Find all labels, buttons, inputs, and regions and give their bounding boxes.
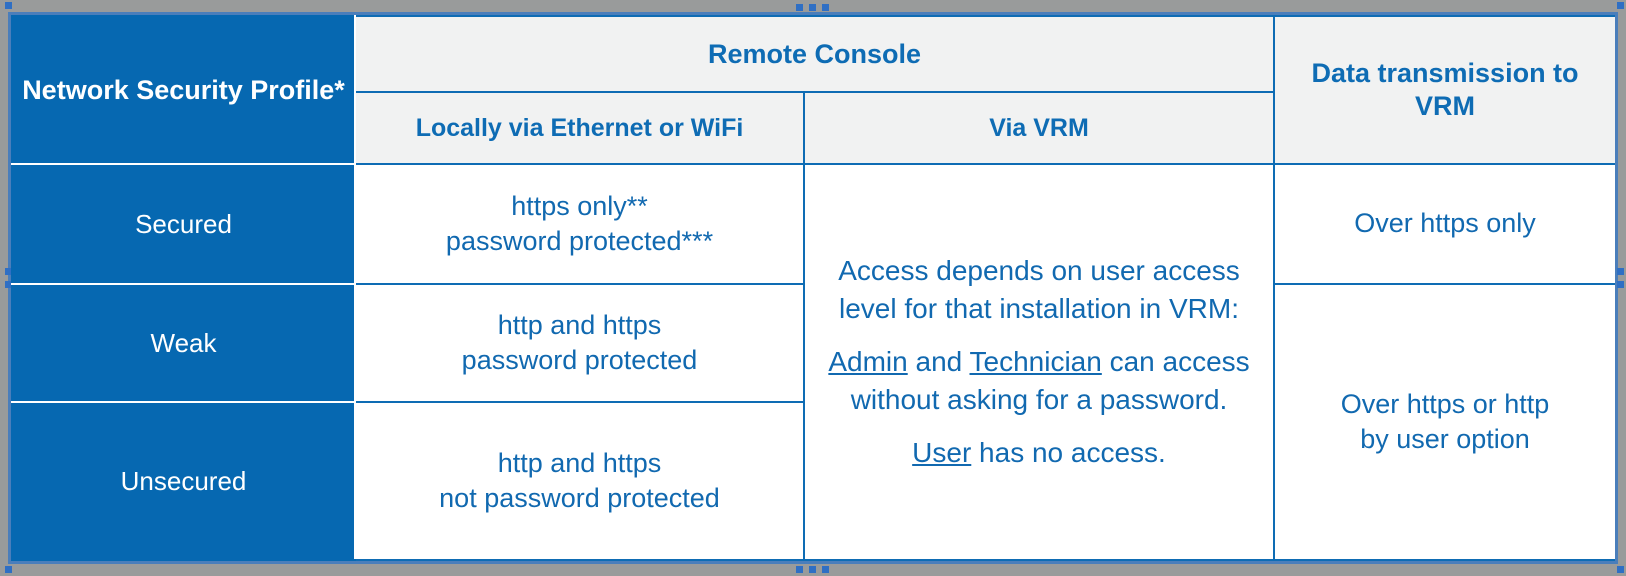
cell-weak-local-line1: http and https	[497, 310, 662, 341]
resize-handle-top-center-b[interactable]	[809, 4, 816, 11]
resize-handle-bottom-center-b[interactable]	[809, 566, 816, 573]
cell-secured-transmission: Over https only	[1273, 163, 1615, 285]
resize-handle-top-left[interactable]	[5, 2, 12, 9]
resize-handle-bottom-right[interactable]	[1617, 566, 1624, 573]
row-header-unsecured: Unsecured	[11, 401, 356, 561]
resize-handle-left-a[interactable]	[5, 268, 12, 275]
cell-unsecured-local: http and https not password protected	[354, 401, 805, 561]
cell-weak-unsecured-transmission: Over https or http by user option	[1273, 283, 1615, 561]
cell-weak-local: http and https password protected	[354, 283, 805, 403]
table-container: Network Security Profile* Remote Console…	[11, 15, 1615, 561]
vrm-role-admin: Admin	[828, 346, 908, 378]
resize-handle-bottom-center-a[interactable]	[796, 566, 803, 573]
column-header-locally-via-ethernet-or-wifi: Locally via Ethernet or WiFi	[354, 91, 805, 165]
vrm-spacer-2	[813, 419, 1265, 434]
table-header-row-2: Locally via Ethernet or WiFi Via VRM	[12, 91, 1615, 165]
vrm-spacer-1	[813, 328, 1265, 343]
resize-handle-top-center-a[interactable]	[796, 4, 803, 11]
resize-handle-right-b[interactable]	[1617, 281, 1624, 288]
column-header-network-security-profile: Network Security Profile*	[11, 15, 356, 165]
vrm-role-user: User	[912, 437, 972, 469]
column-header-data-transmission-to-vrm: Data transmission to VRM	[1273, 15, 1615, 165]
table-row: Secured https only** password protected*…	[11, 163, 1615, 561]
cell-unsecured-local-line2: not password protected	[439, 483, 720, 513]
vrm-paragraph-2-tail: can access without asking for a password…	[850, 346, 1250, 415]
vrm-conj-and: and	[907, 346, 970, 378]
resize-handle-top-center-c[interactable]	[822, 4, 829, 11]
resize-handle-top-right[interactable]	[1617, 2, 1624, 9]
row-header-secured: Secured	[11, 163, 356, 285]
resize-handle-right-a[interactable]	[1617, 268, 1624, 275]
resize-handle-bottom-center-c[interactable]	[822, 566, 829, 573]
selection-border-left	[8, 12, 11, 564]
cell-unsecured-local-line1: http and https	[497, 448, 662, 479]
resize-handle-bottom-left[interactable]	[5, 566, 12, 573]
transmission-merged-line1: Over https or http	[1340, 388, 1550, 419]
vrm-role-technician: Technician	[969, 346, 1102, 378]
cell-weak-local-line2: password protected	[461, 345, 698, 375]
vrm-paragraph-3-tail: has no access.	[971, 437, 1166, 469]
resize-handle-left-b[interactable]	[5, 281, 12, 288]
column-header-remote-console: Remote Console	[353, 15, 1276, 94]
cell-secured-local: https only** password protected***	[354, 163, 805, 285]
table-row: Weak http and https password protected O…	[11, 283, 1615, 561]
cell-via-vrm-access-rules: Access depends on user access level for …	[802, 163, 1276, 561]
column-header-via-vrm: Via VRM	[802, 91, 1276, 165]
transmission-merged-line2: by user option	[1360, 424, 1530, 454]
vrm-paragraph-3: User has no access.	[813, 434, 1265, 472]
selection-border-bottom	[8, 561, 1618, 564]
network-security-profile-table: Network Security Profile* Remote Console…	[11, 15, 1615, 561]
table-header-row-1: Network Security Profile* Remote Console…	[11, 15, 1615, 165]
vrm-paragraph-2: Admin and Technician can access without …	[813, 343, 1265, 419]
cell-secured-local-line2: password protected***	[445, 226, 714, 256]
row-header-weak: Weak	[11, 283, 356, 403]
cell-secured-local-line1: https only**	[511, 191, 648, 222]
vrm-paragraph-1: Access depends on user access level for …	[838, 255, 1240, 324]
selection-border-right	[1615, 12, 1618, 564]
selection-border-top	[8, 12, 1618, 15]
